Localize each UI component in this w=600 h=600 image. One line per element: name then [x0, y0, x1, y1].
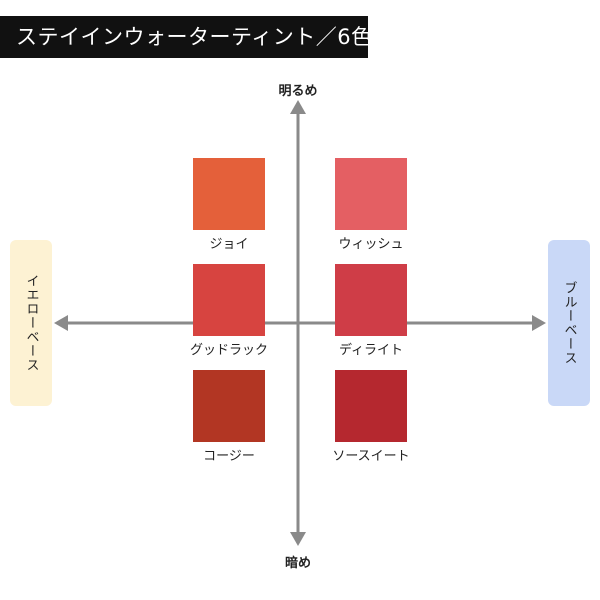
swatch-label-good-luck: グッドラック: [189, 343, 268, 358]
page-title: ステイインウォーターティント／6色: [0, 16, 372, 58]
arrow-up-icon: [290, 100, 306, 114]
swatch-wish: [335, 158, 407, 230]
swatch-delight: [335, 264, 407, 336]
swatch-label-joy: ジョイ: [209, 237, 249, 252]
yellow-base-box: イエローベース: [10, 240, 52, 406]
blue-base-box: ブルーベース: [548, 240, 590, 406]
swatch-label-cozy: コージー: [203, 449, 255, 464]
arrow-down-icon: [290, 532, 306, 546]
swatch-label-wish: ウィッシュ: [338, 237, 404, 252]
arrow-right-icon: [532, 315, 546, 331]
arrow-left-icon: [54, 315, 68, 331]
swatch-joy: [193, 158, 265, 230]
swatch-label-delight: ディライト: [338, 343, 404, 358]
axis-label-left: イエローベース: [23, 274, 39, 372]
swatch-good-luck: [193, 264, 265, 336]
swatch-cozy: [193, 370, 265, 442]
axis-label-bottom: 暗め: [284, 556, 312, 571]
swatch-so-sweet: [335, 370, 407, 442]
swatch-label-so-sweet: ソースイート: [332, 449, 410, 464]
axis-label-top: 明るめ: [278, 84, 318, 99]
axis-label-right: ブルーベース: [561, 281, 577, 365]
